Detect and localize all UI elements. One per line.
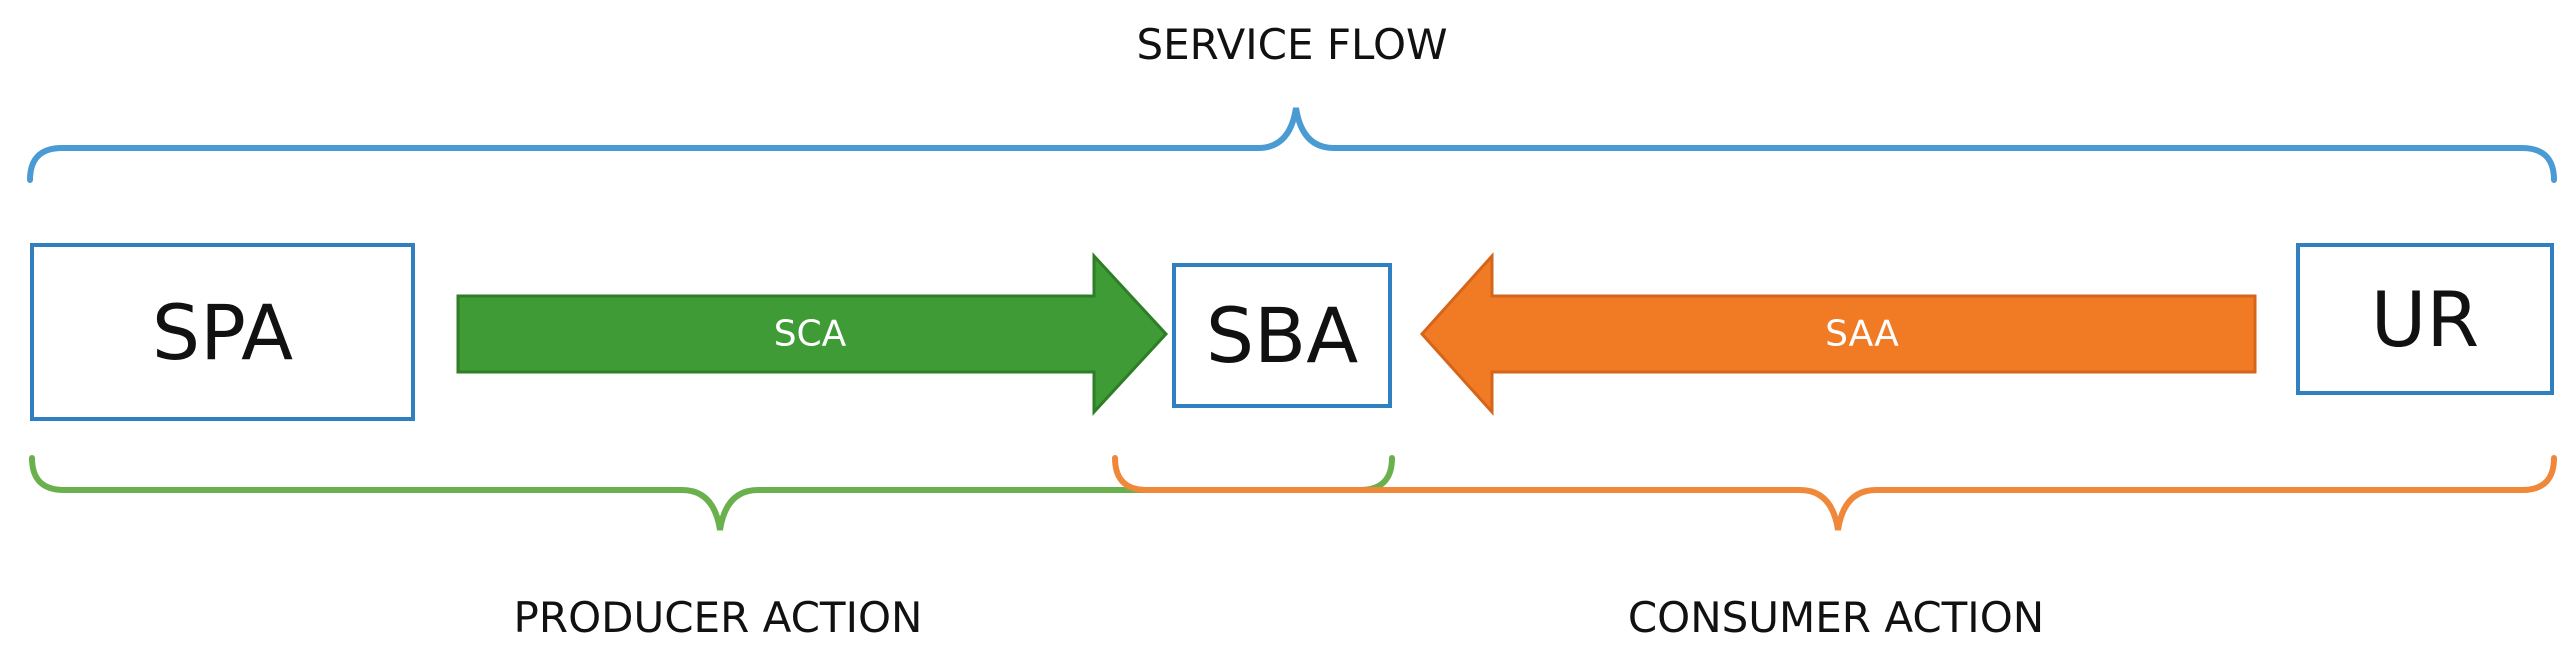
producer-action-label: PRODUCER ACTION	[513, 593, 923, 642]
sba-node: SBA	[1172, 263, 1392, 408]
saa-arrow	[1419, 252, 2257, 416]
service-flow-bracket	[27, 107, 2557, 183]
sca-arrow	[456, 252, 1169, 416]
consumer-action-label: CONSUMER ACTION	[1627, 593, 2045, 642]
ur-node: UR	[2296, 243, 2554, 395]
consumer-action-bracket	[1112, 455, 2557, 531]
spa-node: SPA	[30, 243, 415, 421]
sca-label: SCA	[773, 313, 847, 355]
saa-label: SAA	[1825, 313, 1899, 355]
service-flow-label: SERVICE FLOW	[1136, 20, 1448, 69]
producer-action-bracket	[29, 455, 1395, 531]
